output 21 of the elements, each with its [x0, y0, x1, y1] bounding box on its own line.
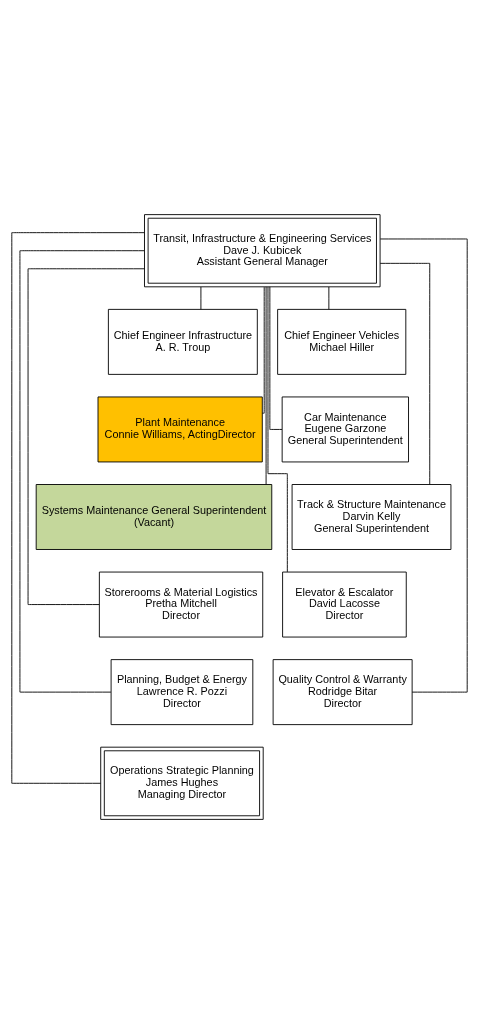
connector [328, 286, 330, 310]
connector [200, 286, 202, 310]
node-box: Chief Engineer Infrastructure A. R. Troup [107, 308, 258, 375]
node-box: Planning, Budget & Energy Lawrence R. Pozzi Director [110, 659, 254, 726]
node-box: Plant Maintenance Connie Williams, ActingDirector [97, 396, 263, 463]
connector [379, 262, 431, 485]
node-box: Track & Structure Maintenance Darvin Kelly General Superintendent [291, 484, 452, 550]
connector [267, 286, 288, 573]
connector [262, 286, 265, 414]
node-box: Chief Engineer Vehicles Michael Hiller [277, 308, 407, 375]
node-box: Quality Control & Warranty Rodridge Bitar Director [272, 659, 413, 726]
node-box: Car Maintenance Eugene Garzone General Superintendent [281, 396, 409, 463]
connector [269, 286, 283, 430]
connector [379, 238, 468, 693]
connector [27, 268, 145, 605]
connector [265, 286, 267, 485]
connector [11, 232, 145, 784]
connector [19, 250, 145, 693]
node-box: Storerooms & Material Logistics Pretha Mitchell Director [98, 571, 264, 638]
node-box: Systems Maintenance General Superintendent (Vacant) [35, 484, 273, 550]
node-box: Elevator & Escalator David Lacosse Director [282, 571, 407, 638]
